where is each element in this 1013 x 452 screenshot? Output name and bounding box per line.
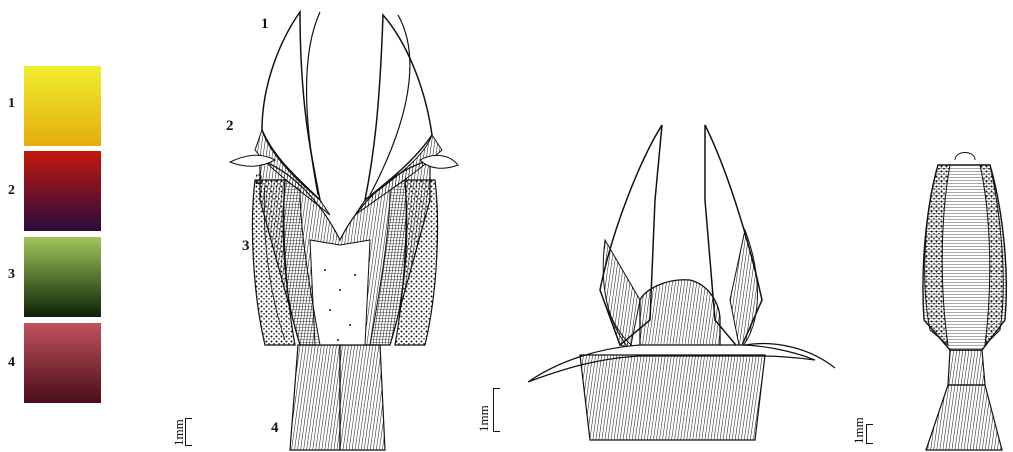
scale-bracket-3 xyxy=(866,424,873,444)
scale-label-2: 1mm xyxy=(476,405,492,432)
scale-bracket-2 xyxy=(493,388,500,432)
part-label-4: 4 xyxy=(271,420,279,437)
part-label-2a: 2 xyxy=(226,118,234,135)
scale-label-3: 1mm xyxy=(851,417,867,444)
filament-base xyxy=(290,345,340,450)
part-label-2b: 2 xyxy=(255,172,263,189)
part-label-1: 1 xyxy=(261,16,269,33)
anther-drawing-middle xyxy=(528,125,835,440)
part-label-3: 3 xyxy=(242,238,250,255)
scale-bracket-1 xyxy=(185,418,192,446)
anther-drawing-right xyxy=(923,153,1006,451)
